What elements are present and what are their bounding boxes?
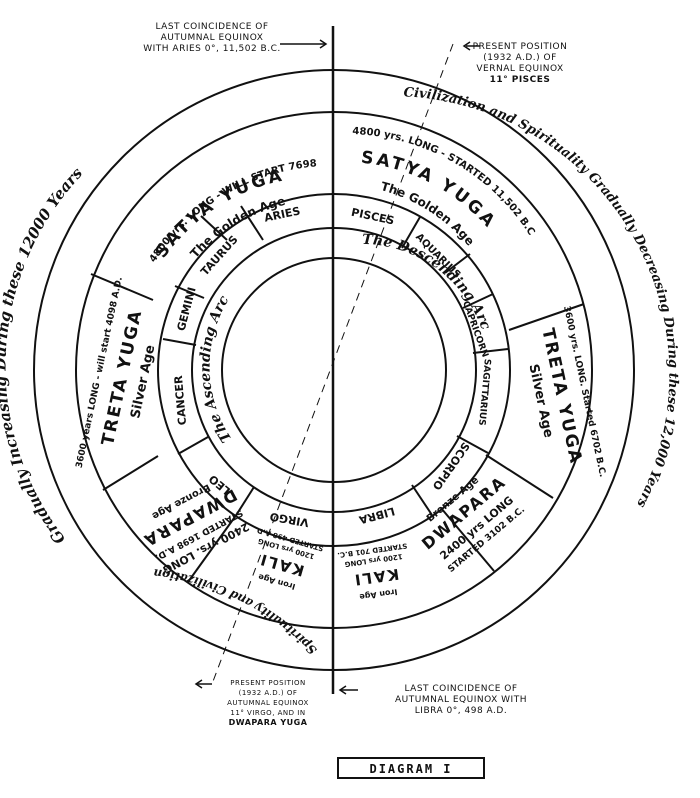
sign-sagittarius: SAGITTARIUS	[476, 358, 492, 426]
sign-pisces: PISCES	[350, 206, 395, 228]
kali-right-sub: Iron Age	[358, 587, 398, 601]
sign-virgo: VIRGO	[269, 510, 310, 530]
dwapara-right: Bronze Age DWAPARA 2400 yrs LONG STARTED…	[418, 472, 527, 575]
caption-top-left: LAST COINCIDENCE OF AUTUMNAL EQUINOX WIT…	[143, 22, 281, 54]
kali-right: Iron Age KALI 1200 yrs LONG STARTED 701 …	[337, 541, 408, 601]
arrows	[194, 39, 480, 695]
diagram-title-box: DIAGRAM I	[337, 757, 485, 779]
caption-bottom-right: LAST COINCIDENCE OF AUTUMNAL EQUINOX WIT…	[395, 684, 527, 716]
sign-cancer: CANCER	[172, 374, 189, 425]
sign-gemini: GEMINI	[175, 286, 199, 333]
outer-arc-bottom-text: Spirituality and Civilization	[153, 566, 320, 657]
sign-leo: LEO	[206, 472, 233, 497]
kali-left: Iron Age KALI 1200 yrs LONG STARTED 498 …	[254, 525, 325, 591]
treta-right: 3600 yrs. LONG. Started 6702 B.C. TRETA …	[525, 305, 607, 478]
diagram-title: DIAGRAM I	[369, 762, 453, 776]
caption-bottom-left: PRESENT POSITION (1932 A.D.) OF AUTUMNAL…	[227, 679, 309, 727]
zodiac-dividers	[162, 205, 509, 518]
yuga-dividers	[90, 273, 585, 583]
present-position-line	[211, 43, 454, 685]
dwapara-left: 2400 yrs. LONG STARTED 1698 A.D. DWAPARA…	[140, 481, 252, 576]
caption-top-right: PRESENT POSITION (1932 A.D.) OF VERNAL E…	[472, 42, 568, 85]
sign-libra: LIBRA	[357, 504, 396, 526]
kali-right-name: KALI	[352, 565, 400, 589]
